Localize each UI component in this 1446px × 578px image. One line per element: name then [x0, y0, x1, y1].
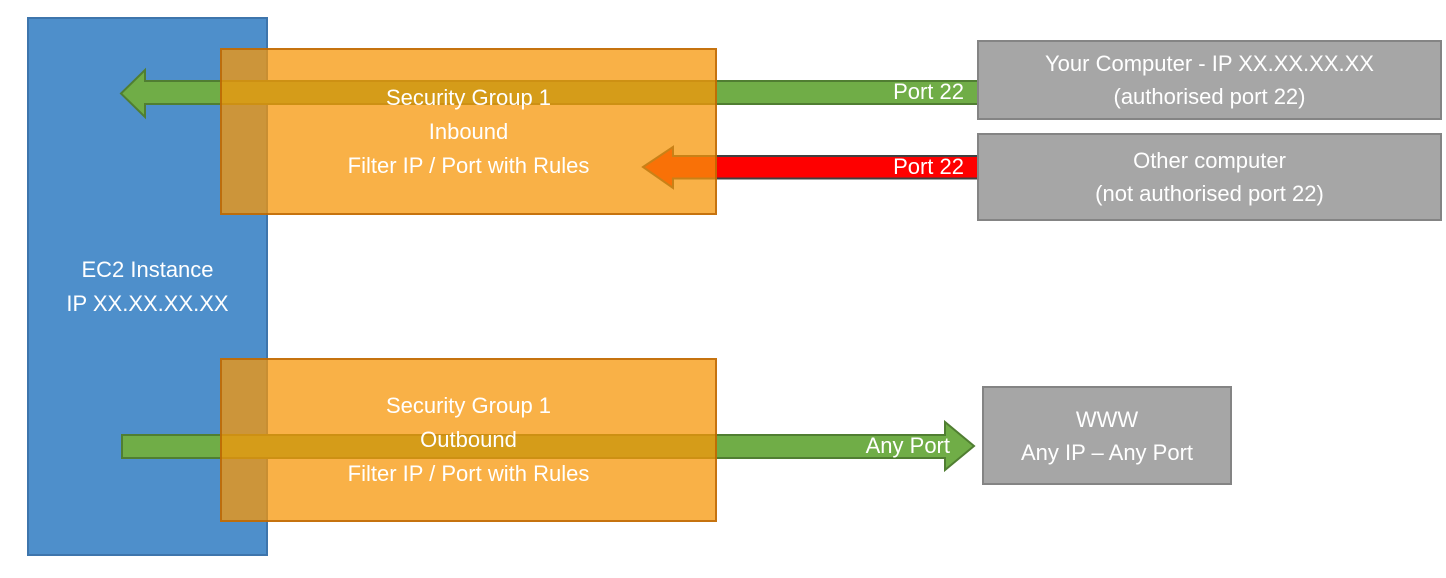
outbound-group-rule: Filter IP / Port with Rules: [347, 461, 590, 486]
outbound-group-title: Security Group 1: [385, 393, 552, 418]
inbound-security-group: Security Group 1 Inbound Filter IP / Por…: [220, 48, 717, 215]
inbound-allowed-port-label: Port 22: [893, 79, 964, 104]
inbound-group-title: Security Group 1: [385, 84, 552, 110]
www-subtitle: Any IP – Any Port: [1020, 439, 1194, 465]
your-computer-subtitle: (authorised port 22): [1113, 84, 1306, 109]
your-computer-node: Your Computer - IP XX.XX.XX.XX (authoris…: [977, 40, 1442, 120]
your-computer-title: Your Computer - IP XX.XX.XX.XX: [1045, 51, 1374, 76]
inbound-group-rule: Filter IP / Port with Rules: [347, 152, 590, 178]
outbound-port-label: Any Port: [865, 433, 950, 458]
other-computer-title: Other computer: [1133, 148, 1286, 173]
ec2-instance-title: EC2 Instance: [81, 256, 214, 282]
inbound-blocked-port-label: Port 22: [893, 154, 964, 179]
other-computer-subtitle: (not authorised port 22): [1095, 181, 1324, 206]
www-node: WWW Any IP – Any Port: [982, 386, 1232, 485]
outbound-group-direction: Outbound: [420, 427, 517, 452]
inbound-group-direction: Inbound: [428, 118, 509, 144]
other-computer-node: Other computer (not authorised port 22): [977, 133, 1442, 221]
ec2-instance-ip: IP XX.XX.XX.XX: [66, 290, 229, 316]
www-title: WWW: [1075, 406, 1139, 432]
outbound-security-group: Security Group 1 Outbound Filter IP / Po…: [220, 358, 717, 522]
